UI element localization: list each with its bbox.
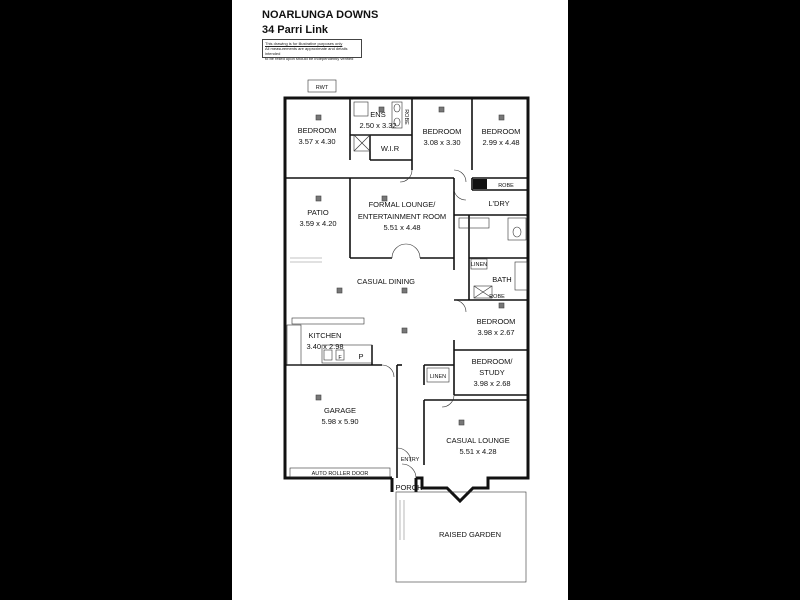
auto-roller-door-label: AUTO ROLLER DOOR — [312, 471, 369, 477]
room-name: ENTERTAINMENT ROOM — [358, 212, 446, 221]
room-name: KITCHEN — [309, 331, 342, 340]
rainwater-tank — [307, 79, 337, 93]
floorplan-sheet: NOARLUNGA DOWNS 34 Parri Link This drawi… — [232, 0, 568, 600]
room-name: ENS — [370, 110, 385, 119]
entry-label: ENTRY — [401, 457, 420, 463]
rwt-label: RWT — [316, 85, 329, 91]
pantry-label: P — [358, 352, 363, 361]
room-name: BEDROOM — [298, 126, 337, 135]
room-name: BEDROOM/ — [472, 357, 514, 366]
room-name: GARAGE — [324, 406, 356, 415]
room-name: BEDROOM — [477, 317, 516, 326]
wir-label: W.I.R — [381, 144, 400, 153]
room-markers — [315, 106, 505, 426]
room-dims: 2.50 x 3.32 — [359, 121, 396, 130]
room-dims: 5.51 x 4.28 — [459, 447, 496, 456]
robe-label: ROBE — [403, 109, 409, 125]
room-dims: 3.08 x 3.30 — [423, 138, 460, 147]
porch-label: PORCH — [395, 483, 422, 492]
suburb-title: NOARLUNGA DOWNS — [262, 9, 379, 21]
room-name: CASUAL LOUNGE — [446, 436, 510, 445]
room-dims: 3.57 x 4.30 — [298, 137, 335, 146]
room-dims: 5.98 x 5.90 — [321, 417, 358, 426]
address-title: 34 Parri Link — [262, 24, 329, 36]
room-dims: 3.98 x 2.68 — [473, 379, 510, 388]
disclaimer-line: This drawing is for illustrative purpose… — [265, 41, 343, 46]
room-dims: 2.99 x 4.48 — [482, 138, 519, 147]
room-dims: 5.51 x 4.48 — [383, 223, 420, 232]
fixtures — [286, 101, 528, 478]
laundry-label: L'DRY — [488, 199, 509, 208]
room-name: STUDY — [479, 368, 504, 377]
robe-label: ROBE — [489, 294, 505, 300]
linen-label: LINEN — [430, 374, 446, 380]
raised-garden-label: RAISED GARDEN — [439, 530, 501, 539]
interior-walls — [285, 98, 528, 478]
room-dims: 3.98 x 2.67 — [477, 328, 514, 337]
casual-dining-label: CASUAL DINING — [357, 277, 415, 286]
disclaimer-line: All measurements are approximate and det… — [265, 46, 348, 56]
linen-label: LINEN — [471, 262, 487, 268]
exterior-walls — [283, 96, 530, 504]
robe-label: ROBE — [498, 183, 514, 189]
room-name: FORMAL LOUNGE/ — [369, 200, 437, 209]
disclaimer-box: This drawing is for illustrative purpose… — [262, 39, 362, 61]
room-dims: 3.40 x 2.98 — [306, 342, 343, 351]
room-dims: 3.59 x 4.20 — [299, 219, 336, 228]
room-name: BEDROOM — [482, 127, 521, 136]
floorplan-drawing: RWT — [283, 79, 530, 583]
bath-label: BATH — [492, 275, 511, 284]
raised-garden-area — [395, 491, 527, 583]
fridge-label: F — [338, 355, 342, 361]
room-name: PATIO — [307, 208, 329, 217]
door-swings — [381, 169, 467, 479]
room-name: BEDROOM — [423, 127, 462, 136]
disclaimer-line: to be relied upon should be independentl… — [265, 56, 354, 61]
